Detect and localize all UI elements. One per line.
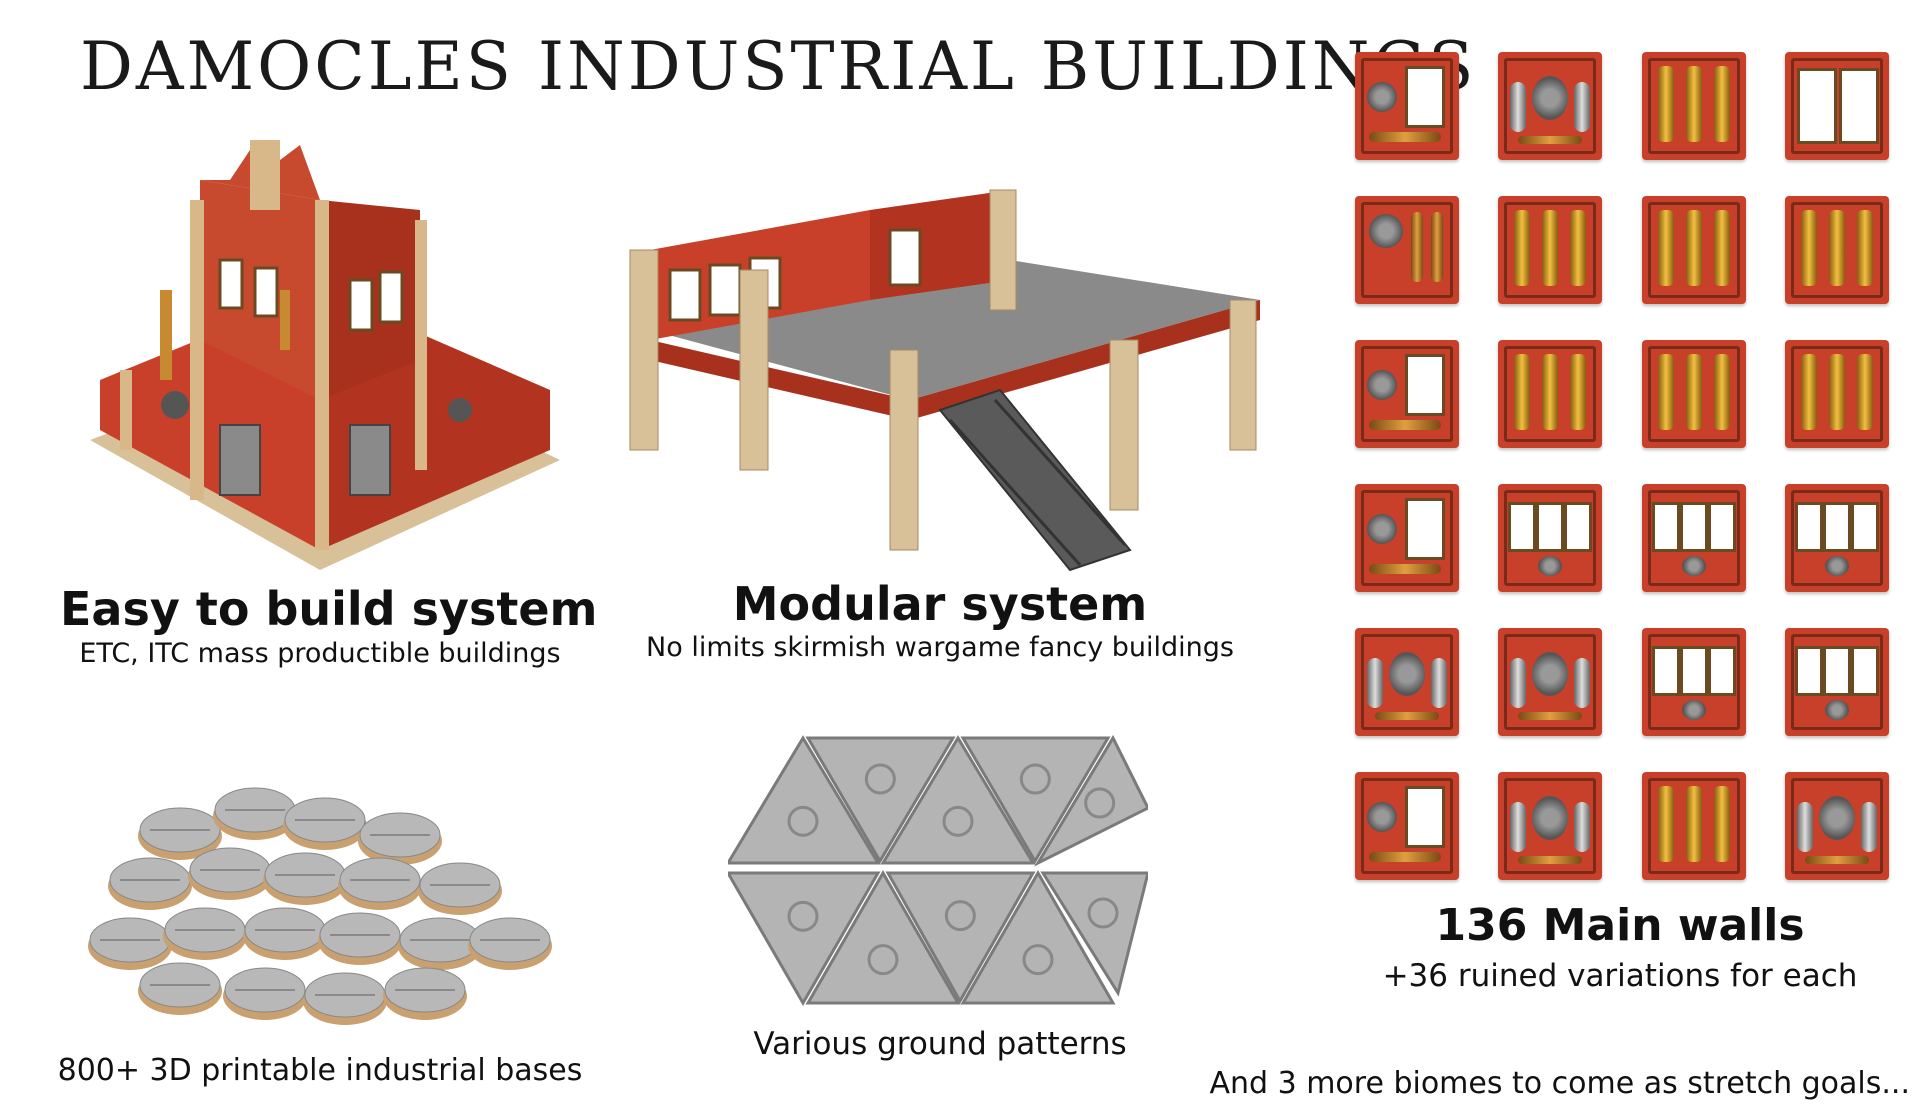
industrial-base xyxy=(303,972,387,1025)
ground-hub xyxy=(1084,787,1116,819)
ground-tile xyxy=(960,869,1116,1005)
wall-tile xyxy=(1642,772,1746,880)
industrial-base xyxy=(318,912,402,965)
ground-tile xyxy=(728,871,881,1007)
industrial-base xyxy=(213,787,297,840)
wall-tile xyxy=(1355,628,1459,736)
ground-hub xyxy=(787,805,819,837)
industrial-base xyxy=(163,907,247,960)
ground-tile xyxy=(805,869,961,1005)
modular-subtitle: No limits skirmish wargame fancy buildin… xyxy=(646,632,1234,663)
wall-tile xyxy=(1355,196,1459,304)
ground-hub xyxy=(864,763,896,795)
industrial-base xyxy=(188,847,272,900)
ground-hub xyxy=(1022,944,1054,976)
industrial-base xyxy=(88,917,172,970)
wall-tile xyxy=(1498,484,1602,592)
industrial-base xyxy=(338,857,422,910)
ground-tile xyxy=(1034,734,1148,867)
industrial-bases-illustration xyxy=(80,780,560,1040)
wall-tiles-grid xyxy=(1355,52,1895,882)
ground-hub xyxy=(867,944,899,976)
ground-hub xyxy=(787,900,819,932)
wall-tile xyxy=(1498,340,1602,448)
ground-caption: Various ground patterns xyxy=(753,1026,1127,1062)
ground-hub xyxy=(1087,897,1119,929)
industrial-base xyxy=(243,907,327,960)
ground-tile xyxy=(880,735,1036,865)
wall-tile xyxy=(1642,52,1746,160)
industrial-base xyxy=(108,857,192,910)
wall-tile xyxy=(1785,52,1889,160)
bases-caption: 800+ 3D printable industrial bases xyxy=(57,1053,583,1088)
ground-hub xyxy=(1019,763,1051,795)
wall-tile xyxy=(1355,52,1459,160)
wall-tile xyxy=(1498,772,1602,880)
ground-tile xyxy=(728,735,881,865)
wall-tile xyxy=(1785,484,1889,592)
industrial-base xyxy=(398,917,482,970)
industrial-base xyxy=(263,852,347,905)
wall-tile xyxy=(1355,484,1459,592)
ground-tile xyxy=(885,871,1036,1005)
easy-build-subtitle: ETC, ITC mass productible buildings xyxy=(79,638,561,669)
modular-building-illustration xyxy=(610,150,1270,580)
ground-patterns-illustration xyxy=(728,733,1148,1033)
main-walls-subtitle: +36 ruined variations for each xyxy=(1382,958,1858,994)
page-title: DAMOCLES INDUSTRIAL BUILDINGS xyxy=(80,28,1477,105)
wall-tile xyxy=(1355,772,1459,880)
industrial-base xyxy=(383,967,467,1020)
industrial-base xyxy=(468,917,552,970)
wall-tile xyxy=(1785,196,1889,304)
ground-hub xyxy=(944,900,976,932)
modular-heading: Modular system xyxy=(732,577,1148,631)
main-walls-heading: 136 Main walls xyxy=(1435,900,1805,951)
easy-build-heading: Easy to build system xyxy=(60,582,598,636)
wall-tile xyxy=(1785,340,1889,448)
wall-tile xyxy=(1642,196,1746,304)
wall-tile xyxy=(1785,772,1889,880)
industrial-base xyxy=(138,807,222,860)
ground-hub xyxy=(942,805,974,837)
wall-tile xyxy=(1642,340,1746,448)
wall-tile xyxy=(1498,52,1602,160)
footer-text: And 3 more biomes to come as stretch goa… xyxy=(1209,1066,1910,1101)
ground-tile xyxy=(1040,871,1148,997)
industrial-base xyxy=(138,962,222,1015)
ground-tile xyxy=(960,736,1111,864)
industrial-base xyxy=(358,812,442,865)
ground-tile xyxy=(805,736,956,864)
ruined-building-illustration xyxy=(80,140,560,580)
wall-tile xyxy=(1498,196,1602,304)
wall-tile xyxy=(1642,484,1746,592)
industrial-base xyxy=(223,967,307,1020)
industrial-base xyxy=(283,797,367,850)
industrial-base xyxy=(418,862,502,915)
wall-tile xyxy=(1498,628,1602,736)
wall-tile xyxy=(1785,628,1889,736)
wall-tile xyxy=(1355,340,1459,448)
wall-tile xyxy=(1642,628,1746,736)
